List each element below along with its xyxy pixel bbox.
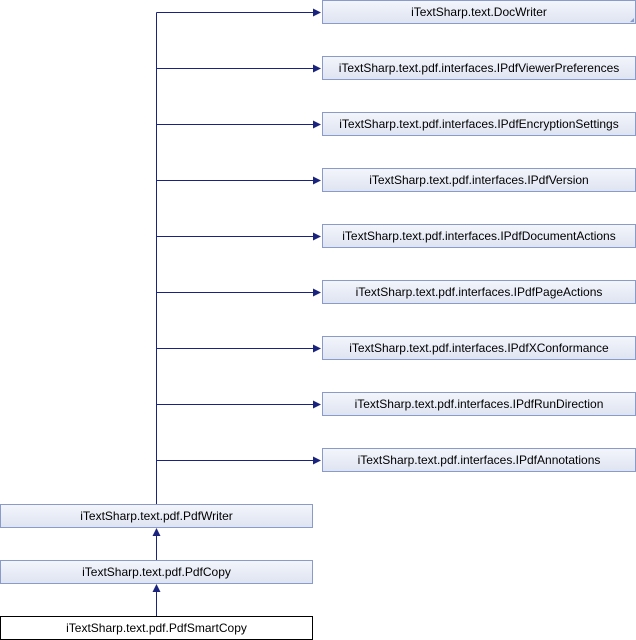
- fold-corner-icon: [630, 18, 634, 22]
- node-viewer-preferences[interactable]: iTextSharp.text.pdf.interfaces.IPdfViewe…: [322, 56, 636, 80]
- node-pdfcopy-label: iTextSharp.text.pdf.PdfCopy: [82, 565, 231, 579]
- node-pdfsmartcopy-label: iTextSharp.text.pdf.PdfSmartCopy: [66, 621, 247, 635]
- node-docwriter-label: iTextSharp.text.DocWriter: [411, 5, 547, 19]
- node-docwriter[interactable]: iTextSharp.text.DocWriter: [322, 0, 636, 24]
- node-pdfwriter-label: iTextSharp.text.pdf.PdfWriter: [80, 509, 233, 523]
- node-xconformance-label: iTextSharp.text.pdf.interfaces.IPdfXConf…: [349, 341, 609, 355]
- node-page-actions[interactable]: iTextSharp.text.pdf.interfaces.IPdfPageA…: [322, 280, 636, 304]
- node-annotations-label: iTextSharp.text.pdf.interfaces.IPdfAnnot…: [357, 453, 601, 467]
- node-run-direction[interactable]: iTextSharp.text.pdf.interfaces.IPdfRunDi…: [322, 392, 636, 416]
- node-version[interactable]: iTextSharp.text.pdf.interfaces.IPdfVersi…: [322, 168, 636, 192]
- node-pdfwriter[interactable]: iTextSharp.text.pdf.PdfWriter: [0, 504, 313, 528]
- node-xconformance[interactable]: iTextSharp.text.pdf.interfaces.IPdfXConf…: [322, 336, 636, 360]
- node-encryption-settings[interactable]: iTextSharp.text.pdf.interfaces.IPdfEncry…: [322, 112, 636, 136]
- node-document-actions-label: iTextSharp.text.pdf.interfaces.IPdfDocum…: [342, 229, 616, 243]
- node-pdfcopy[interactable]: iTextSharp.text.pdf.PdfCopy: [0, 560, 313, 584]
- node-annotations[interactable]: iTextSharp.text.pdf.interfaces.IPdfAnnot…: [322, 448, 636, 472]
- node-encryption-settings-label: iTextSharp.text.pdf.interfaces.IPdfEncry…: [339, 117, 619, 131]
- node-version-label: iTextSharp.text.pdf.interfaces.IPdfVersi…: [369, 173, 589, 187]
- node-run-direction-label: iTextSharp.text.pdf.interfaces.IPdfRunDi…: [354, 397, 604, 411]
- node-pdfsmartcopy: iTextSharp.text.pdf.PdfSmartCopy: [0, 616, 313, 640]
- node-page-actions-label: iTextSharp.text.pdf.interfaces.IPdfPageA…: [355, 285, 603, 299]
- node-document-actions[interactable]: iTextSharp.text.pdf.interfaces.IPdfDocum…: [322, 224, 636, 248]
- node-viewer-preferences-label: iTextSharp.text.pdf.interfaces.IPdfViewe…: [338, 61, 620, 75]
